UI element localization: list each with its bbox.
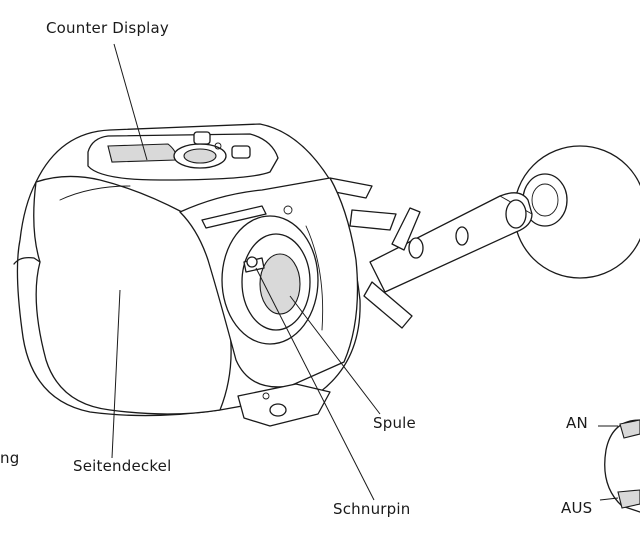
label-an: AN bbox=[566, 414, 588, 432]
leader-seitendeckel bbox=[111, 289, 121, 459]
star-drag bbox=[329, 177, 421, 329]
handle-knob bbox=[513, 145, 640, 279]
label-schnurpin: Schnurpin bbox=[333, 500, 411, 518]
power-switch bbox=[604, 419, 640, 513]
label-seitendeckel: Seitendeckel bbox=[73, 457, 172, 475]
label-aus: AUS bbox=[561, 499, 593, 517]
leader-spule bbox=[289, 295, 381, 415]
label-cut-left: ng bbox=[0, 449, 20, 467]
handle-arm bbox=[369, 192, 533, 293]
label-spule: Spule bbox=[373, 414, 416, 432]
leader-counter-display bbox=[113, 43, 148, 161]
leader-schnurpin bbox=[255, 267, 375, 501]
leader-aus bbox=[599, 497, 619, 501]
label-counter-display: Counter Display bbox=[46, 19, 169, 37]
reel-body bbox=[13, 123, 361, 427]
